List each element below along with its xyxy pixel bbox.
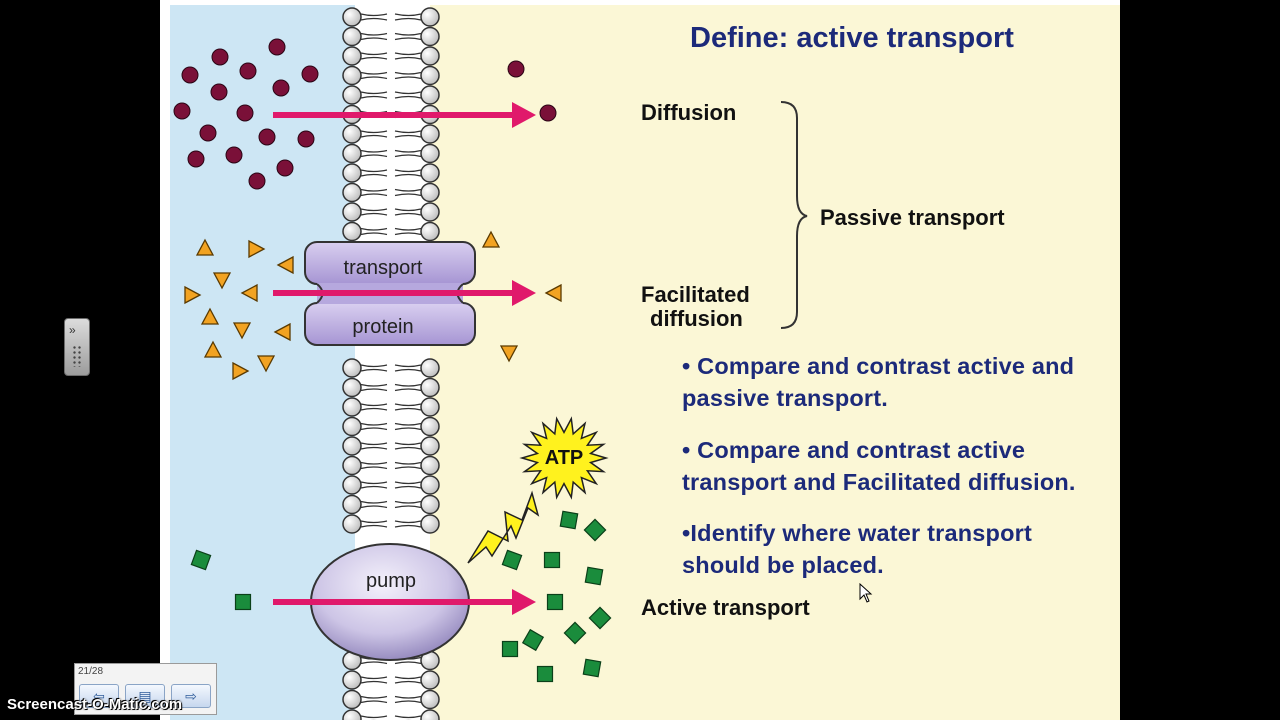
bullet-2-line-2: transport and Facilitated diffusion. bbox=[682, 469, 1076, 495]
protein-label: protein bbox=[352, 316, 413, 338]
slide-title: Define: active transport bbox=[690, 22, 1014, 54]
double-chevron-right-icon: » bbox=[69, 323, 76, 337]
slide: transport protein pump ATP Define: activ… bbox=[160, 0, 1120, 720]
next-slide-button[interactable]: ⇨ bbox=[171, 684, 211, 708]
slide-menu-button[interactable]: ▤ bbox=[125, 684, 165, 708]
membrane-transport-diagram: transport protein pump ATP bbox=[170, 5, 1120, 720]
label-passive-transport: Passive transport bbox=[820, 205, 1005, 230]
bullet-1-line-1: • Compare and contrast active and bbox=[682, 353, 1075, 379]
slide-panel-toggle[interactable]: » bbox=[64, 318, 90, 376]
slides-menu-icon: ▤ bbox=[138, 688, 152, 704]
bullet-3-line-1: •Identify where water transport bbox=[682, 520, 1033, 546]
transport-protein: transport protein bbox=[304, 241, 476, 346]
grip-icon bbox=[72, 345, 82, 367]
previous-slide-button[interactable]: ⇦ bbox=[79, 684, 119, 708]
passive-transport-brace bbox=[780, 101, 808, 329]
label-facilitated: Facilitated bbox=[641, 282, 750, 307]
arrow-left-icon: ⇦ bbox=[93, 688, 105, 704]
bullet-3-line-2: should be placed. bbox=[682, 552, 884, 578]
molecules bbox=[173, 38, 612, 683]
watermark: Screencast-O-Matic.com bbox=[7, 696, 183, 713]
pump-label: pump bbox=[366, 570, 416, 592]
bullet-2-line-1: • Compare and contrast active bbox=[682, 437, 1026, 463]
atp-burst: ATP bbox=[519, 416, 609, 500]
bullet-3: •Identify where water transport should b… bbox=[682, 517, 1032, 581]
atp-label: ATP bbox=[545, 447, 584, 469]
bullet-1: • Compare and contrast active and passiv… bbox=[682, 350, 1074, 414]
lipid-bilayer bbox=[342, 7, 440, 720]
arrow-right-icon: ⇨ bbox=[185, 688, 197, 704]
label-diffusion: Diffusion bbox=[641, 100, 737, 125]
energy-lightning-icon bbox=[467, 490, 540, 564]
intracellular-region bbox=[430, 5, 1120, 720]
label-facilitated-diffusion: diffusion bbox=[650, 306, 743, 331]
page-indicator: 21/28 bbox=[78, 666, 104, 677]
bullet-2: • Compare and contrast active transport … bbox=[682, 434, 1076, 498]
transport-label: transport bbox=[344, 257, 423, 279]
transport-arrows bbox=[273, 102, 536, 615]
mouse-pointer-icon bbox=[859, 583, 873, 603]
slide-navigator: 21/28 ⇦ ▤ ⇨ bbox=[74, 663, 217, 715]
bullet-1-line-2: passive transport. bbox=[682, 385, 889, 411]
label-active-transport: Active transport bbox=[641, 595, 810, 620]
